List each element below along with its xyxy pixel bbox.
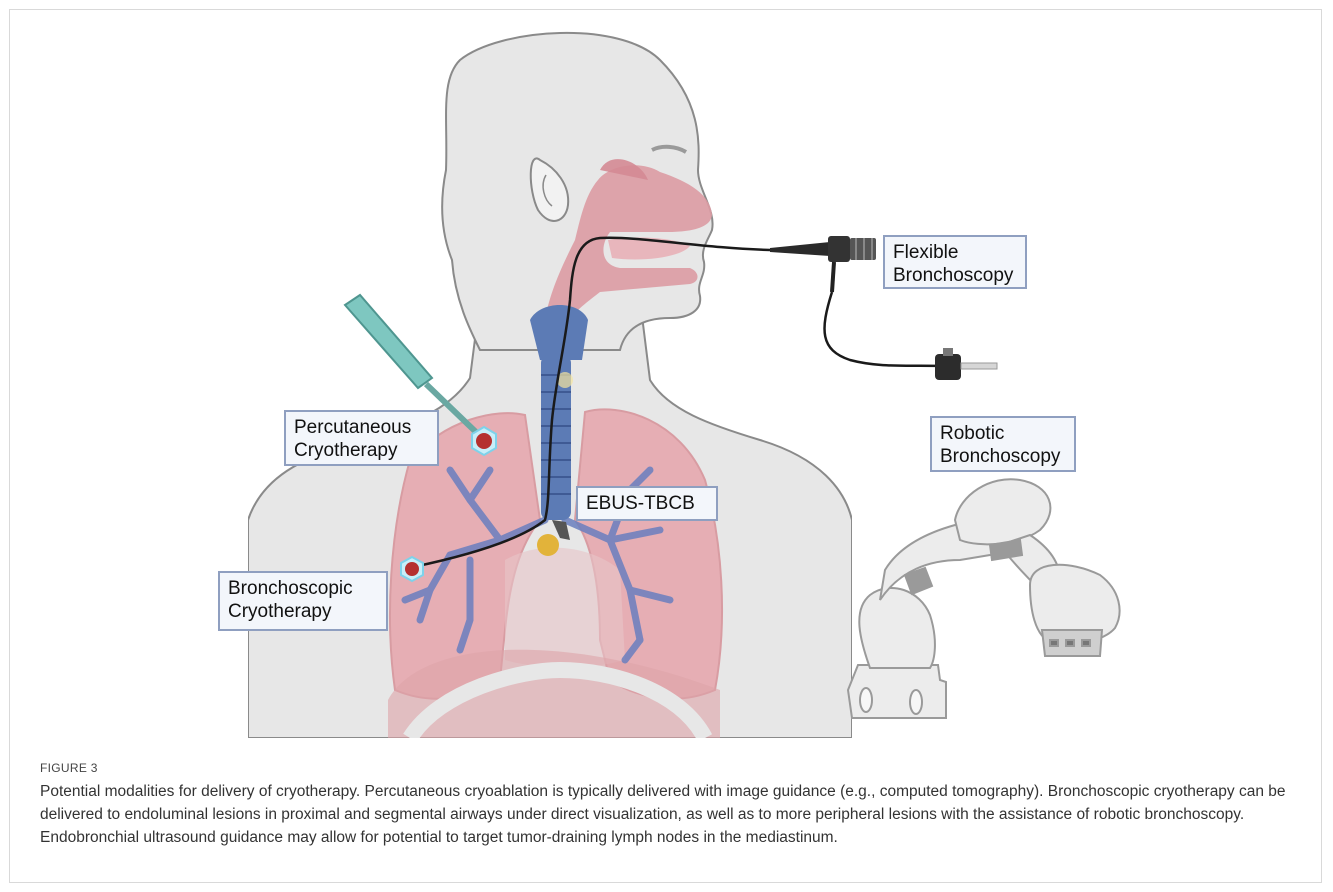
label-line: Robotic — [940, 422, 1066, 445]
label-flexible-bronchoscopy: Flexible Bronchoscopy — [883, 235, 1027, 289]
label-line: EBUS-TBCB — [586, 492, 708, 515]
label-bronchoscopic-cryotherapy: Bronchoscopic Cryotherapy — [218, 571, 388, 631]
label-line: Cryotherapy — [294, 439, 429, 462]
label-line: Percutaneous — [294, 416, 429, 439]
label-line: Bronchoscopy — [893, 264, 1017, 287]
label-line: Bronchoscopy — [940, 445, 1066, 468]
human-figure — [248, 33, 852, 738]
figure-caption: Potential modalities for delivery of cry… — [40, 780, 1300, 849]
figure-label: FIGURE 3 — [40, 761, 98, 775]
label-ebus-tbcb: EBUS-TBCB — [576, 486, 718, 521]
lymph-node — [537, 534, 559, 556]
label-percutaneous-cryotherapy: Percutaneous Cryotherapy — [284, 410, 439, 466]
label-line: Cryotherapy — [228, 600, 378, 623]
label-robotic-bronchoscopy: Robotic Bronchoscopy — [930, 416, 1076, 472]
label-line: Bronchoscopic — [228, 577, 378, 600]
label-line: Flexible — [893, 241, 1017, 264]
larynx — [530, 305, 588, 360]
robotic-arm — [848, 479, 1120, 718]
